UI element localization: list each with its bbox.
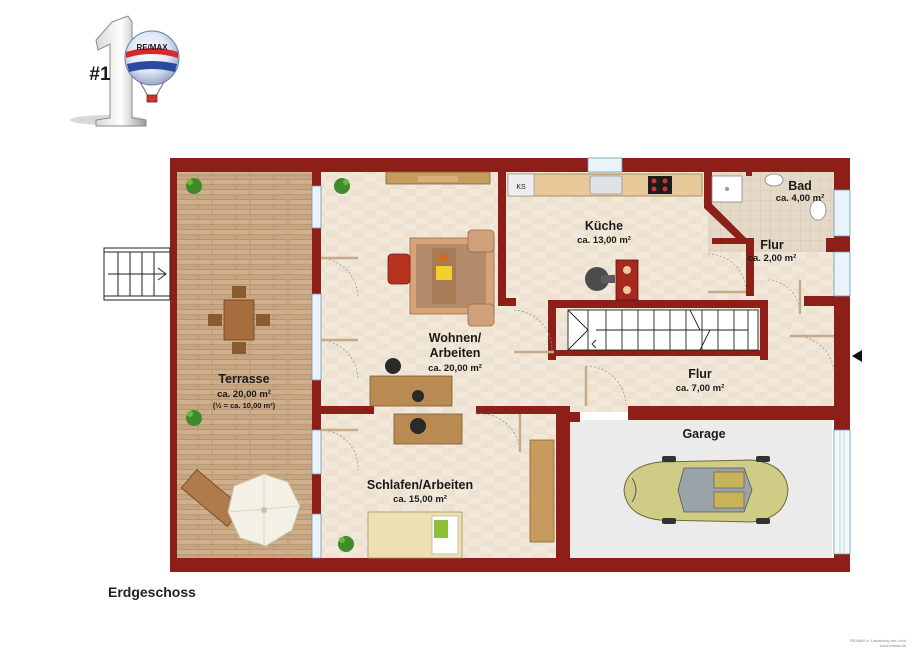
cooktop-icon — [648, 176, 672, 194]
footer-line-2: www.remax.de — [879, 643, 906, 648]
label-flur-small-name: Flur — [760, 238, 784, 252]
label-bad-name: Bad — [788, 179, 812, 193]
car-icon — [623, 456, 789, 524]
armchair-left — [387, 253, 411, 285]
kitchen-counter: KS — [507, 173, 703, 301]
label-schlafen-name: Schlafen/Arbeiten — [367, 478, 473, 492]
entrance-arrow-icon — [852, 350, 862, 362]
plant-icon — [186, 410, 202, 426]
washbasin-icon — [764, 173, 784, 187]
plants — [186, 178, 354, 552]
label-flur-name: Flur — [688, 367, 712, 381]
footer-line-1: RE/MAX in Landsberg am Lech — [849, 638, 906, 643]
label-wohnen-line1: Wohnen/ — [429, 331, 482, 345]
label-flur-small-area: ca. 2,00 m² — [748, 253, 797, 264]
remax-logo: RE/MAX #1 — [70, 15, 180, 127]
logo-brand-text: RE/MAX — [136, 43, 168, 52]
doors — [320, 253, 835, 471]
walls — [170, 158, 850, 572]
living-furniture — [369, 171, 495, 407]
label-kueche-name: Küche — [585, 219, 623, 233]
plant-icon — [186, 178, 202, 194]
label-bad-area: ca. 4,00 m² — [776, 193, 825, 204]
exterior-stairs — [103, 247, 171, 301]
toilet-icon — [809, 199, 827, 221]
wardrobe — [529, 439, 555, 543]
interior-stairs — [567, 309, 759, 351]
desk-living — [369, 375, 453, 407]
windows — [311, 157, 851, 559]
floor-caption: Erdgeschoss — [108, 584, 196, 600]
footer-credit: RE/MAX in Landsberg am Lech www.remax.de — [826, 638, 906, 648]
plant-icon — [334, 178, 350, 194]
terrace-furniture — [180, 286, 301, 547]
logo-number-text: #1 — [89, 64, 111, 85]
bath-fixtures — [711, 173, 827, 221]
label-wohnen-line2: Arbeiten — [430, 346, 481, 360]
bar-counter — [615, 259, 639, 301]
door-leaves — [321, 256, 834, 452]
label-terrasse-name: Terrasse — [218, 372, 269, 386]
plant-icon — [338, 536, 354, 552]
label-wohnen-area: ca. 20,00 m² — [428, 363, 482, 374]
desk-bedroom — [393, 413, 463, 445]
kitchen-ks-label: KS — [516, 184, 526, 191]
garage-door-lines — [839, 430, 845, 554]
label-garage-name: Garage — [682, 427, 725, 441]
label-flur-area: ca. 7,00 m² — [676, 383, 725, 394]
label-schlafen-area: ca. 15,00 m² — [393, 494, 447, 505]
stove-icon — [585, 267, 609, 291]
label-kueche-area: ca. 13,00 m² — [577, 235, 631, 246]
bedroom-furniture — [367, 413, 555, 559]
label-terrasse-note: (½ = ca. 10,00 m²) — [213, 401, 276, 410]
room-labels: Terrasse ca. 20,00 m² (½ = ca. 10,00 m²)… — [213, 179, 824, 505]
patio-table — [223, 299, 255, 341]
sink-icon — [589, 175, 623, 195]
label-terrasse-area: ca. 20,00 m² — [217, 389, 271, 400]
